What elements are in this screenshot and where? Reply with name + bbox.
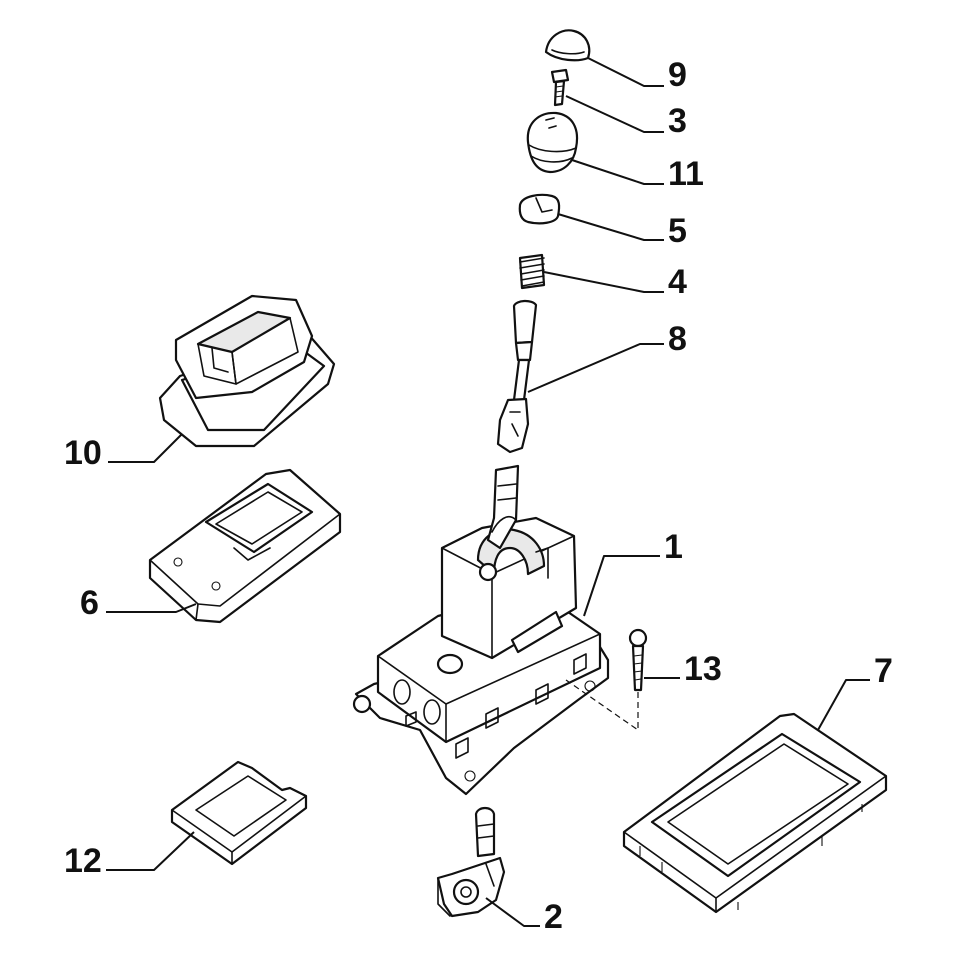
leader-5 xyxy=(557,213,664,241)
part-1-housing xyxy=(352,464,610,796)
leader-lines xyxy=(106,57,870,927)
callout-9: 9 xyxy=(668,56,687,94)
part-8-lever xyxy=(496,299,538,454)
part-5-bushing xyxy=(518,193,561,225)
leader-7 xyxy=(817,679,870,731)
callout-labels: 9 3 11 5 4 8 10 6 1 13 7 12 2 xyxy=(64,56,893,936)
callout-11: 11 xyxy=(668,155,704,193)
callout-4: 4 xyxy=(668,263,687,301)
callout-3: 3 xyxy=(668,102,687,140)
leader-1 xyxy=(583,555,660,617)
part-12-small-plate xyxy=(170,760,308,866)
callout-5: 5 xyxy=(668,212,687,250)
callout-1: 1 xyxy=(664,528,683,566)
part-2-connector xyxy=(436,806,506,918)
leader-11 xyxy=(571,159,664,185)
part-7-cover-plate xyxy=(622,712,888,914)
callout-13: 13 xyxy=(684,650,722,688)
part-6-gasket xyxy=(148,468,342,624)
alignment-line-bolt xyxy=(565,679,639,732)
leader-8 xyxy=(527,343,664,393)
callout-10: 10 xyxy=(64,434,102,472)
leader-4 xyxy=(543,271,664,293)
callout-8: 8 xyxy=(668,320,687,358)
part-3-screw xyxy=(550,68,570,107)
part-9-cap xyxy=(544,29,591,62)
callout-7: 7 xyxy=(874,652,893,690)
leader-2 xyxy=(485,897,540,927)
callout-2: 2 xyxy=(544,898,563,936)
leader-12 xyxy=(106,831,195,871)
part-10-boot xyxy=(158,294,336,448)
leader-6 xyxy=(106,603,197,613)
leader-10 xyxy=(108,433,183,463)
part-11-knob xyxy=(526,111,579,174)
callout-6: 6 xyxy=(80,584,99,622)
leader-3 xyxy=(565,95,664,133)
part-13-bolt xyxy=(628,628,648,692)
callout-12: 12 xyxy=(64,842,102,880)
part-4-spring xyxy=(518,253,546,290)
leader-9 xyxy=(587,57,664,87)
